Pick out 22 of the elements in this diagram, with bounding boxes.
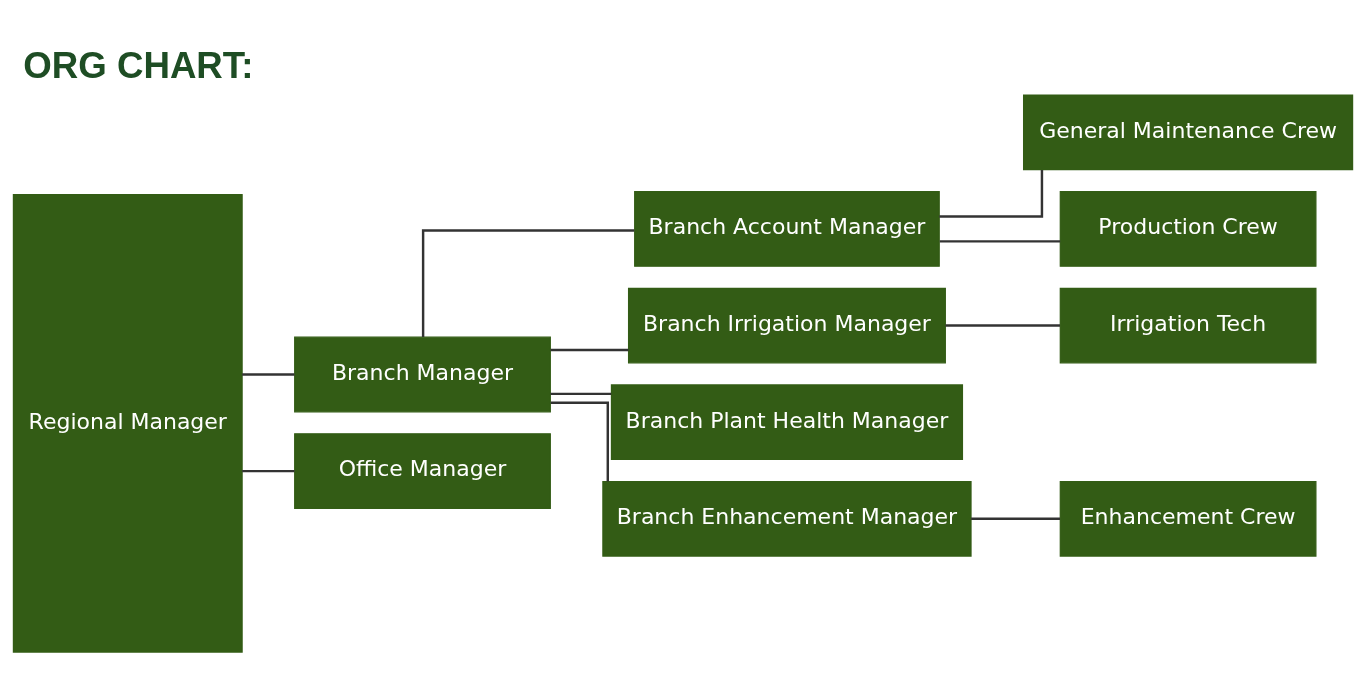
node-box: Regional Manager [12, 193, 243, 653]
node-box: Production Crew [1059, 190, 1317, 267]
connector [550, 348, 629, 351]
node-box: Branch Manager [294, 336, 551, 412]
connector [550, 392, 612, 395]
node-box: Irrigation Tech [1059, 287, 1317, 363]
connector [242, 469, 295, 472]
node-box: Office Manager [294, 432, 551, 509]
node-box: Branch Plant Health Manager [610, 383, 964, 460]
node-box: General Maintenance Crew [1023, 93, 1354, 170]
node-box: Branch Irrigation Manager [627, 287, 946, 363]
diagram-title: ORG CHART: [23, 44, 254, 86]
connector [939, 169, 1044, 218]
node-box: Enhancement Crew [1059, 480, 1317, 557]
connector [945, 323, 1060, 327]
connector [971, 517, 1061, 520]
connector [421, 228, 635, 337]
connector [550, 401, 609, 481]
node-box: Branch Enhancement Manager [602, 480, 972, 557]
connector [242, 372, 295, 376]
connector [939, 239, 1061, 243]
node-box: Branch Account Manager [634, 190, 940, 267]
